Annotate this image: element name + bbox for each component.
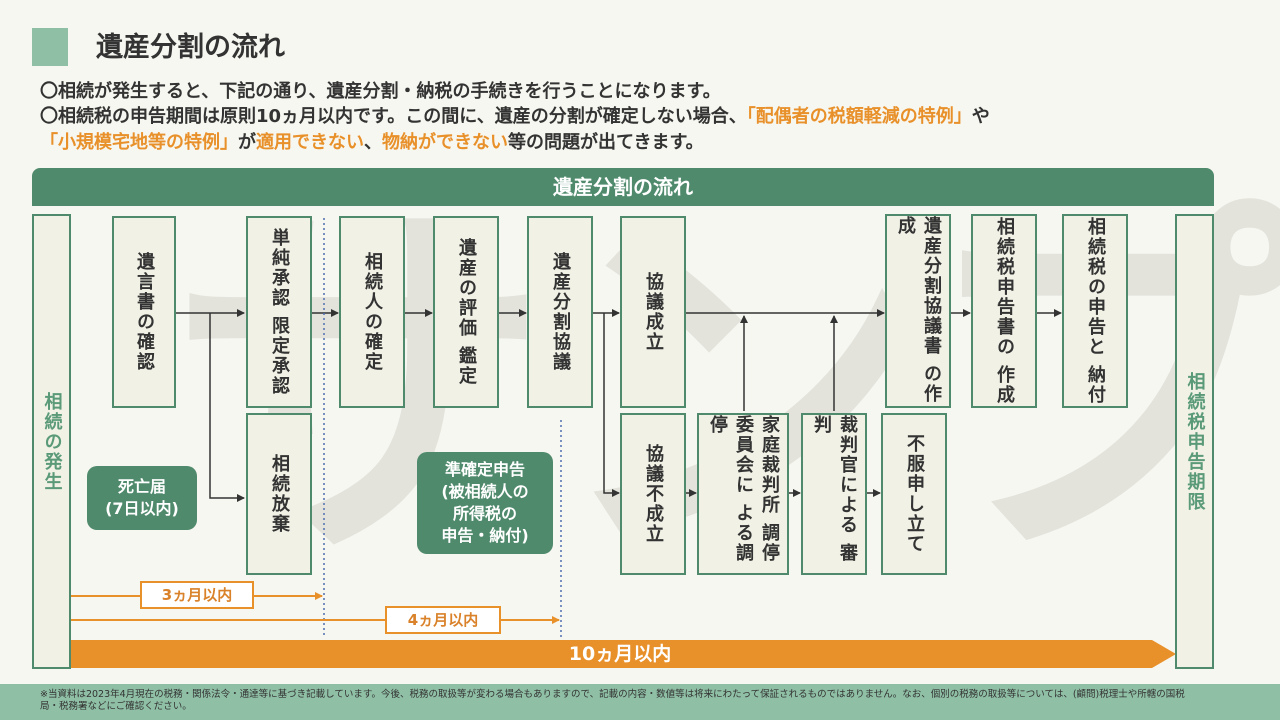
intro-line-2: 〇相続税の申告期間は原則10ヵ月以内です。この間に、遺産の分割が確定しない場合、…: [40, 104, 990, 130]
footer-line-2: 局・税務署などにご確認ください。: [40, 701, 192, 712]
intro-line-1: 〇相続が発生すると、下記の通り、遺産分割・納税の手続きを行うことになります。: [40, 79, 721, 105]
box-appeal: 不服申し立て: [881, 413, 947, 575]
start-label: 相続の発生: [41, 391, 63, 492]
box-tax-return-document: 相続税申告書の 作成: [971, 214, 1037, 408]
period-10-months-arrow: [70, 640, 1176, 668]
box-appraisal: 遺産の評価 鑑定: [433, 216, 499, 408]
not-applicable-highlight: 適用できない: [256, 132, 364, 153]
death-notice-badge: 死亡届 (7日以内): [87, 466, 197, 530]
box-tax-payment: 相続税の申告と 納付: [1062, 214, 1128, 408]
box-agreed: 協議成立: [620, 216, 686, 408]
intro-text: が: [238, 132, 256, 153]
end-tax-deadline: 相続税申告期限: [1175, 214, 1214, 669]
box-mediation: 家庭裁判所 調停委員会に よる調停: [697, 413, 789, 575]
arrow-negotiation-to-not-agreed: [603, 313, 620, 497]
no-payment-in-kind-highlight: 物納ができない: [382, 132, 508, 153]
end-label: 相続税申告期限: [1184, 371, 1206, 512]
intro-text: 〇相続が発生すると、下記の通り、遺産分割・納税の手続きを行うことになります。: [40, 81, 721, 102]
period-4-months-label: 4ヵ月以内: [385, 606, 501, 634]
box-not-agreed: 協議不成立: [620, 413, 686, 575]
spouse-deduction-highlight: 「配偶者の税額軽減の特例」: [746, 106, 972, 127]
quasi-final-return-badge: 準確定申告 (被相続人の 所得税の 申告・納付): [417, 452, 553, 554]
box-agreement-document: 遺産分割協議書 の作成: [885, 214, 951, 408]
box-renounce: 相続放棄: [246, 413, 312, 575]
footer-line-1: ※当資料は2023年4月現在の税務・関係法令・通達等に基づき記載しています。今後…: [40, 689, 1185, 700]
intro-text: や: [971, 106, 990, 127]
box-judgment: 裁判官による 審判: [801, 413, 867, 575]
title-accent: [32, 28, 68, 66]
box-negotiation: 遺産分割協議: [527, 216, 593, 408]
intro-text: 、: [364, 132, 382, 153]
start-inheritance: 相続の発生: [32, 214, 71, 669]
arrow-will-to-renounce: [209, 313, 245, 502]
page-title: 遺産分割の流れ: [96, 32, 285, 63]
intro-text: 〇相続税の申告期間は原則10ヵ月以内です。この間に、遺産の分割が確定しない場合、: [40, 106, 747, 127]
intro-text: 等の問題が出てきます。: [508, 132, 704, 153]
footer-disclaimer: ※当資料は2023年4月現在の税務・関係法令・通達等に基づき記載しています。今後…: [0, 684, 1280, 720]
box-approval: 単純承認 限定承認: [246, 216, 312, 408]
flow-header: 遺産分割の流れ: [32, 168, 1214, 206]
intro-line-3: 「小規模宅地等の特例」が適用できない、物納ができない等の問題が出てきます。: [40, 130, 704, 156]
box-will-check: 遺言書の確認: [112, 216, 176, 408]
box-heirs: 相続人の確定: [339, 216, 405, 408]
period-10-months-label: 10ヵ月以内: [568, 643, 672, 665]
period-3-months-label: 3ヵ月以内: [140, 581, 254, 609]
small-land-highlight: 「小規模宅地等の特例」: [40, 132, 238, 153]
